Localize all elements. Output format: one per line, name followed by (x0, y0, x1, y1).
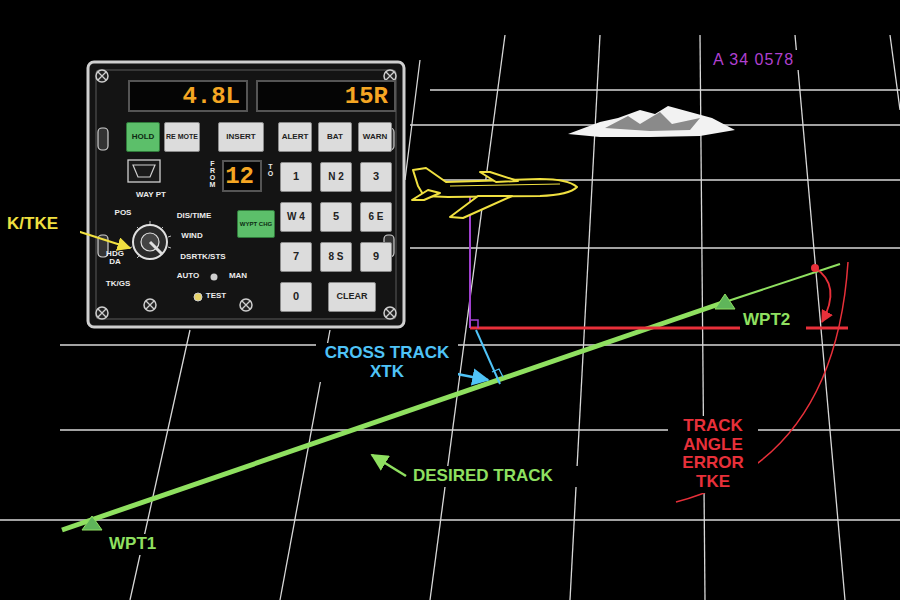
key-label: 7 (293, 251, 299, 263)
key-label: N 2 (328, 172, 344, 183)
key-label: 12 (225, 163, 254, 190)
key-label: WYPT CHG (240, 221, 272, 227)
right-angle-mark (470, 320, 478, 328)
key-label: 1 (293, 171, 299, 183)
key-button: HOLD (126, 122, 160, 152)
callout-label: TRACK ANGLE ERROR TKE (668, 416, 758, 493)
key-button: 7 (280, 242, 312, 272)
panel-legend: DIS/TIME (171, 212, 217, 220)
key-label: INSERT (226, 133, 255, 141)
key-button: BAT (318, 122, 352, 152)
key-label: 0 (293, 291, 299, 303)
key-button: W 4 (280, 202, 312, 232)
map-grid (0, 35, 900, 600)
key-label: HOLD (132, 133, 155, 141)
cross-track-line (476, 330, 500, 384)
airplane (412, 168, 577, 218)
key-button: WYPT CHG (237, 210, 275, 238)
key-button: RE MOTE (164, 122, 200, 152)
key-button: N 2 (320, 162, 352, 192)
key-button: INSERT (218, 122, 264, 152)
led-display: 4.8L (128, 80, 248, 112)
key-button: ALERT (278, 122, 312, 152)
key-label: 5 (333, 211, 339, 223)
key-label: WARN (363, 133, 387, 141)
key-label: 4.8L (182, 83, 240, 110)
panel-legend: TK/GS (102, 280, 134, 288)
panel-legend: MAN (224, 272, 252, 280)
right-angle-mark (492, 369, 503, 377)
callout-label: DESIRED TRACK (410, 466, 606, 487)
key-label: BAT (327, 133, 343, 141)
panel-legend: HDG DA (100, 250, 130, 267)
key-button: 8 S (320, 242, 352, 272)
key-label: ALERT (282, 133, 309, 141)
callout-label: CROSS TRACK XTK (316, 343, 458, 382)
waypoint-label: WPT1 (106, 534, 172, 555)
key-label: W 4 (287, 212, 305, 223)
panel-legend: TEST (202, 292, 230, 300)
key-label: 3 (373, 171, 379, 183)
waypoint-triangle (82, 516, 102, 530)
panel-legend: WAY PT (136, 191, 166, 199)
leader-arrow (74, 230, 130, 248)
led-display: 15R (256, 80, 396, 112)
panel-legend: WIND (177, 232, 207, 240)
mountain-range (568, 106, 735, 137)
key-button: 9 (360, 242, 392, 272)
desired-track-line (62, 302, 725, 530)
key-button: 0 (280, 282, 312, 312)
key-button: WARN (358, 122, 392, 152)
waypoint-label: WPT2 (740, 310, 806, 331)
key-button: CLEAR (328, 282, 376, 312)
key-button: 5 (320, 202, 352, 232)
mode-label: K/TKE (4, 214, 80, 235)
led-display: 12 (222, 160, 262, 192)
waypoint-triangle (715, 294, 735, 309)
control-display-unit (88, 62, 404, 327)
key-button: 3 (360, 162, 392, 192)
key-label: 9 (373, 251, 379, 263)
key-label: 6 E (368, 212, 383, 223)
drawing-number: A 34 0578 (710, 50, 856, 70)
control-panel: FROM TO WAY PT POS DIS/TIME WIND DSRTK/STS HDG … (88, 62, 404, 327)
leader-arrow (372, 455, 406, 476)
key-label: 15R (345, 83, 388, 110)
panel-legend: FROM (208, 160, 217, 188)
key-button: 6 E (360, 202, 392, 232)
key-label: RE MOTE (166, 133, 198, 140)
panel-legend: AUTO (174, 272, 202, 280)
key-label: CLEAR (337, 292, 368, 301)
desired-track-extension (725, 264, 840, 302)
key-label: 8 S (328, 252, 343, 263)
panel-legend: DSRTK/STS (175, 253, 231, 261)
panel-legend: TO (266, 163, 275, 177)
key-button: 1 (280, 162, 312, 192)
angle-arc (815, 268, 831, 322)
panel-legend: POS (110, 209, 136, 217)
